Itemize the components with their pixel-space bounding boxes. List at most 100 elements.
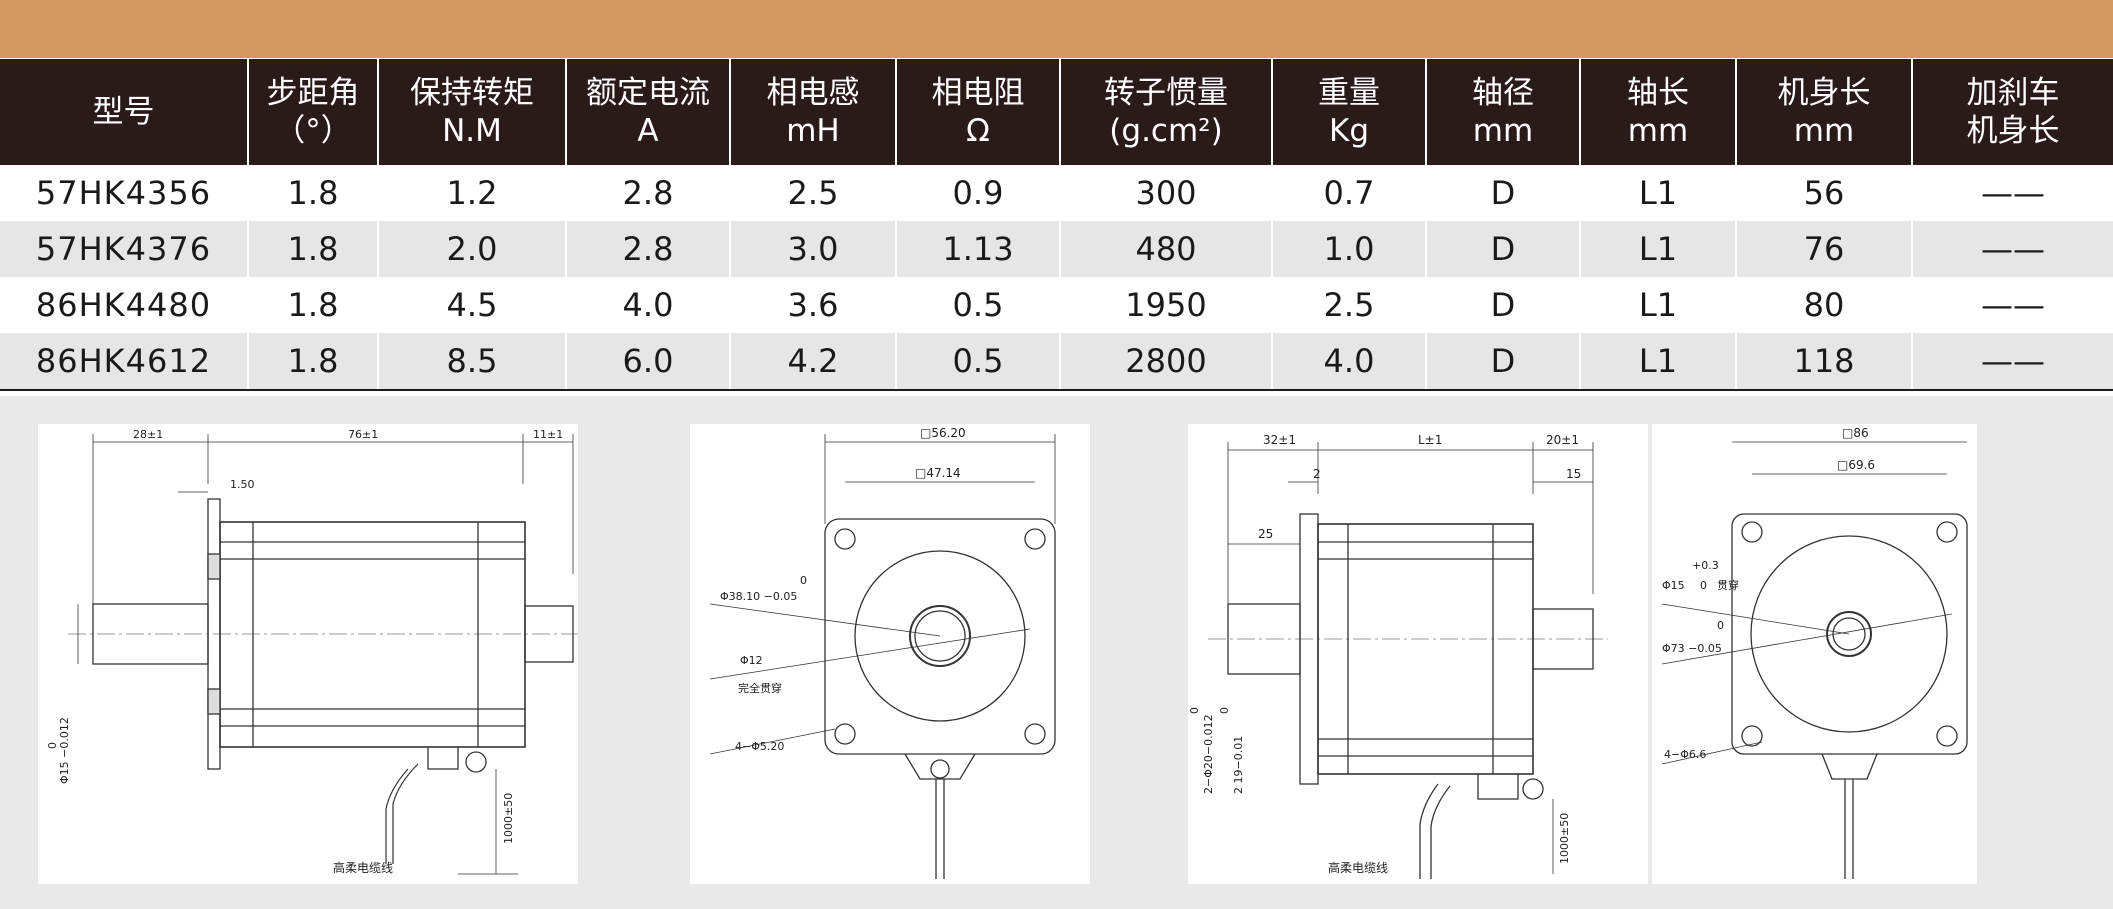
boss-diameter: Φ73 −0.05 [1662,642,1722,655]
bore-diameter: Φ15 [1662,579,1685,592]
header-step-angle: 步距角（°） [247,59,378,165]
header-band [0,0,2113,58]
drawing-86-side-view: 32±1 L±1 20±1 2 15 25 1000±50 [1188,424,1648,884]
dim-body-length: 76±1 [348,428,378,441]
cell: 3.6 [729,277,896,333]
header-model: 型号 [0,59,248,165]
header-rotor-inertia: 转子惯量(g.cm²) [1059,59,1272,165]
cell: 2.8 [565,221,730,277]
cell: D [1425,165,1580,221]
cell: 56 [1735,165,1912,221]
holes-spec: 4−Φ6.6 [1664,748,1706,761]
drawings-area: 28±1 76±1 11±1 1.50 [0,396,2113,909]
shaft-diameter: Φ15 −0.012 [58,717,71,784]
shaft-tol-top: 0 [1188,707,1201,714]
boss-tol-top: 0 [800,574,807,587]
cell: 4.2 [729,333,896,391]
cell: 4.5 [377,277,566,333]
shaft-tol-top: 0 [46,742,59,749]
cell: 2.0 [377,221,566,277]
outer-square-dim: □56.20 [920,426,966,440]
holes-spec: 4−Φ5.20 [735,740,784,753]
outer-square-dim: □86 [1842,426,1869,440]
dim-cable-length: 1000±50 [502,793,515,844]
cell: 1950 [1059,277,1272,333]
dim-rear-shaft: 11±1 [533,428,563,441]
cell: 1.8 [247,333,378,391]
cell: 57HK4356 [0,165,248,221]
cell: 0.5 [895,333,1060,391]
cable-label: 高柔电缆线 [1328,860,1388,875]
cell: 86HK4612 [0,333,248,391]
cell: 1.8 [247,165,378,221]
dim-flange: 1.50 [230,478,255,491]
cell: 80 [1735,277,1912,333]
drawing-57-side-view: 28±1 76±1 11±1 1.50 [38,424,578,884]
hole-spacing-dim: □69.6 [1837,458,1875,472]
cell: 480 [1059,221,1272,277]
cell: 8.5 [377,333,566,391]
cell: D [1425,277,1580,333]
cell: 1.8 [247,221,378,277]
dim-cable-length: 1000±50 [1558,813,1571,864]
hole-spacing-dim: □47.14 [915,466,961,480]
cell: —— [1911,333,2113,391]
cell: 118 [1735,333,1912,391]
dim-body-length: L±1 [1418,433,1442,447]
boss-diameter: Φ38.10 −0.05 [720,590,797,603]
cell: 2.5 [1271,277,1426,333]
cable-label: 高柔电缆线 [333,860,393,875]
cell: 1.8 [247,277,378,333]
cell: L1 [1579,277,1736,333]
cell: 57HK4376 [0,221,248,277]
cell: L1 [1579,165,1736,221]
cell: 76 [1735,221,1912,277]
cell: —— [1911,221,2113,277]
dim-front-shaft: 28±1 [133,428,163,441]
cell: 2800 [1059,333,1272,391]
bore-note: 完全贯穿 [738,681,782,695]
key-tol-top: 0 [1218,707,1231,714]
cell: 86HK4480 [0,277,248,333]
dim-front-shaft: 32±1 [1263,433,1296,447]
cell: 4.0 [1271,333,1426,391]
bore-note: 贯穿 [1717,578,1739,592]
cell: 1.0 [1271,221,1426,277]
cell: 0.9 [895,165,1060,221]
bore-tol-low: 0 [1700,579,1707,592]
dim-rear-small: 15 [1566,467,1581,481]
cell: 0.7 [1271,165,1426,221]
bore-diameter: Φ12 [740,654,763,667]
cell: L1 [1579,333,1736,391]
cell: 3.0 [729,221,896,277]
cell: 1.2 [377,165,566,221]
cell: 0.5 [895,277,1060,333]
cell: D [1425,333,1580,391]
cell: 2.8 [565,165,730,221]
cell: 300 [1059,165,1272,221]
cell: L1 [1579,221,1736,277]
cell: 4.0 [565,277,730,333]
cell: —— [1911,277,2113,333]
shaft-diameter: 2−Φ20−0.012 [1202,714,1215,794]
dim-key: 25 [1258,527,1273,541]
drawing-57-front-view: □56.20 □47.14 0 Φ38.10 −0.05 Φ12 完全贯穿 4−… [690,424,1090,884]
key-dim: 2 19−0.01 [1232,736,1245,794]
bore-tol: +0.3 [1692,559,1719,572]
dim-flange: 2 [1313,467,1321,481]
cell: 6.0 [565,333,730,391]
